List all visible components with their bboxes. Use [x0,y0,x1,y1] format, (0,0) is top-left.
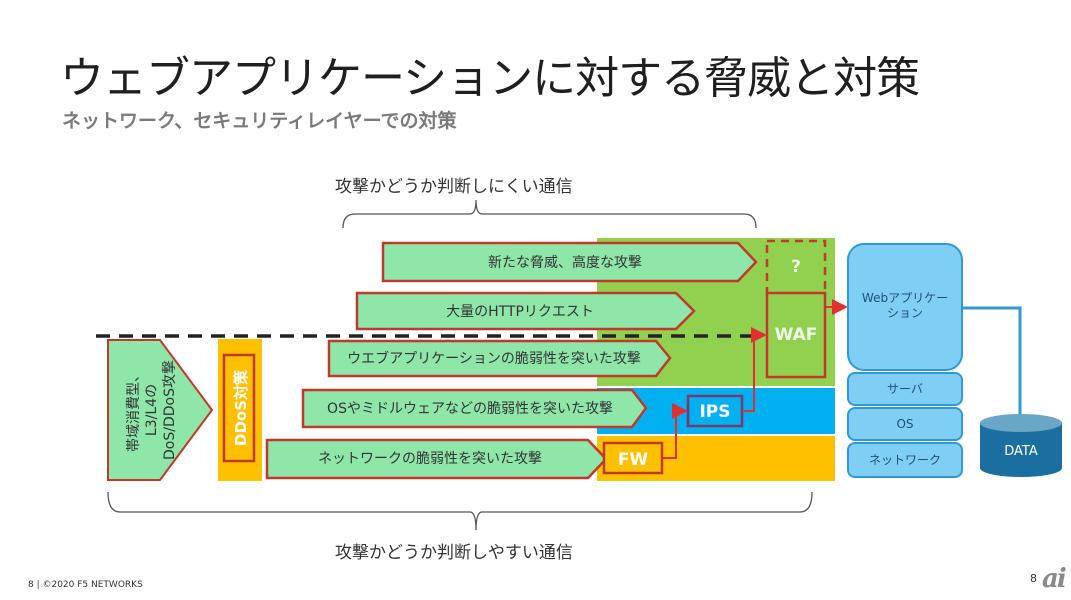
top-bracket [342,199,757,229]
ddos-defense-box [222,353,256,463]
attack-arrow-network-vuln [265,438,608,480]
waf-box [765,291,827,379]
fw-box [602,441,664,475]
unknown-defense-label: ? [791,257,801,277]
waf-label: WAF [775,325,818,345]
ips-box [686,394,744,428]
ips-to-waf-connector [742,327,767,412]
ddos-attack-text: 帯域消費型、 L3/L4の DoS/DDoS攻撃 [126,360,178,460]
data-label: DATA [1004,444,1038,459]
ddos-attack-arrow [107,339,214,481]
ddos-attack-line2: L3/L4の [144,384,160,436]
ddos-defense-label: DDoS対策 [232,369,250,446]
footer-copyright: 8 | ©2020 F5 NETWORKS [28,580,143,590]
attack-arrow-os-vuln [301,388,648,429]
slide-title: ウェブアプリケーションに対する脅威と対策 [60,53,920,104]
fw-to-ips-connector [662,403,688,459]
attack-label-network-vuln: ネットワークの脆弱性を突いた攻撃 [318,450,542,467]
bottom-bracket-label: 攻撃かどうか判断しやすい通信 [335,543,573,563]
webapp-label-line2: ション [887,306,923,320]
slide-subtitle: ネットワーク、セキュリティレイヤーでの対策 [62,110,457,132]
page-number: 8 [1030,572,1037,585]
attack-label-http-flood: 大量のHTTPリクエスト [446,304,594,320]
webapp-to-data-connector [962,306,1022,416]
fw-label: FW [618,450,649,470]
server-label: サーバ [887,382,923,396]
network-label: ネットワーク [869,453,941,467]
attack-arrow-advanced-threat [381,241,758,283]
top-bracket-label: 攻撃かどうか判断しにくい通信 [335,177,573,197]
attack-label-webapp-vuln: ウエブアプリケーションの脆弱性を突いた攻撃 [347,350,641,367]
attack-label-os-vuln: OSやミドルウェアなどの脆弱性を突いた攻撃 [327,400,613,417]
publisher-logo: ai [1042,564,1067,594]
ddos-attack-line3: DoS/DDoS攻撃 [162,360,178,460]
os-label: OS [896,417,913,431]
data-cylinder [980,414,1062,477]
attack-label-advanced-threat: 新たな脅威、高度な攻撃 [488,254,642,271]
attack-arrow-webapp-vuln [327,339,672,378]
server-block [847,372,963,406]
attack-arrow-http-flood [355,291,696,331]
network-block [847,442,963,478]
bottom-bracket [107,491,813,531]
os-block [847,407,963,441]
webapp-label-line1: Webアプリケー [862,291,948,305]
ddos-attack-line1: 帯域消費型、 [126,368,142,452]
ips-label: IPS [699,402,730,422]
